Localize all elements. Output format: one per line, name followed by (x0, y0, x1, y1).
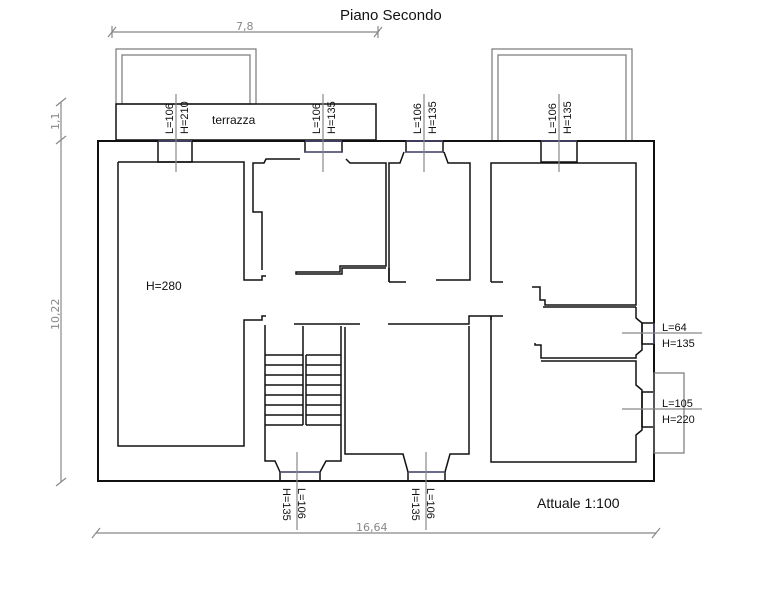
window-bottom-1-width: L=106 (295, 488, 307, 519)
plan-title: Piano Secondo (340, 7, 442, 24)
window-top-2-height: H=135 (326, 101, 338, 134)
window-right-2-height: H=220 (662, 414, 695, 426)
balcony-left (115, 48, 257, 105)
dimension-bottom-width: 16,64 (91, 521, 661, 539)
window-right-2-width: L=105 (662, 398, 693, 410)
dimension-top-width: 7,8 (107, 20, 383, 38)
window-bottom-1-height: H=135 (280, 488, 292, 521)
room-height-label: H=280 (146, 279, 182, 293)
room-top-center (388, 151, 471, 283)
window-right-1-height: H=135 (662, 338, 695, 350)
room-top-right (490, 162, 637, 308)
window-top-2: L=106 H=135 (304, 94, 343, 172)
dimension-total-depth-label: 10,22 (49, 299, 62, 331)
dimension-top-width-label: 7,8 (236, 20, 254, 33)
dimension-terrace-depth-label: 1,1 (49, 113, 62, 131)
exterior-wall (97, 140, 655, 482)
window-bottom-1: L=106 H=135 (279, 452, 321, 530)
window-bottom-2: L=106 H=135 (407, 452, 446, 530)
window-top-4-height: H=135 (562, 101, 574, 134)
terrace-label: terrazza (212, 113, 256, 127)
window-top-1: L=106 H=210 (157, 94, 193, 172)
window-top-4: L=106 H=135 (540, 94, 578, 172)
staircase (265, 354, 341, 426)
room-top-middle-left (252, 158, 387, 275)
room-bottom-center (344, 315, 491, 473)
dimension-left: 1,1 10,22 (49, 97, 67, 487)
dimension-bottom-width-label: 16,64 (356, 521, 388, 534)
window-bottom-2-width: L=106 (424, 488, 436, 519)
window-top-4-width: L=106 (547, 103, 559, 134)
room-bottom-right (490, 316, 643, 463)
window-top-1-width: L=106 (164, 103, 176, 134)
window-top-1-height: H=210 (179, 101, 191, 134)
window-bottom-2-height: H=135 (409, 488, 421, 521)
window-top-3-height: H=135 (427, 101, 439, 134)
window-right-1: L=64 H=135 (622, 322, 702, 350)
stair-room (264, 323, 360, 473)
window-top-3-width: L=106 (412, 103, 424, 134)
room-left: H=280 (117, 161, 266, 447)
room-middle-right (490, 307, 643, 359)
scale-label: Attuale 1:100 (537, 495, 620, 511)
window-right-2: L=105 H=220 (622, 372, 702, 454)
window-top-2-width: L=106 (311, 103, 323, 134)
window-right-1-width: L=64 (662, 322, 687, 334)
window-top-3: L=106 H=135 (405, 94, 444, 172)
